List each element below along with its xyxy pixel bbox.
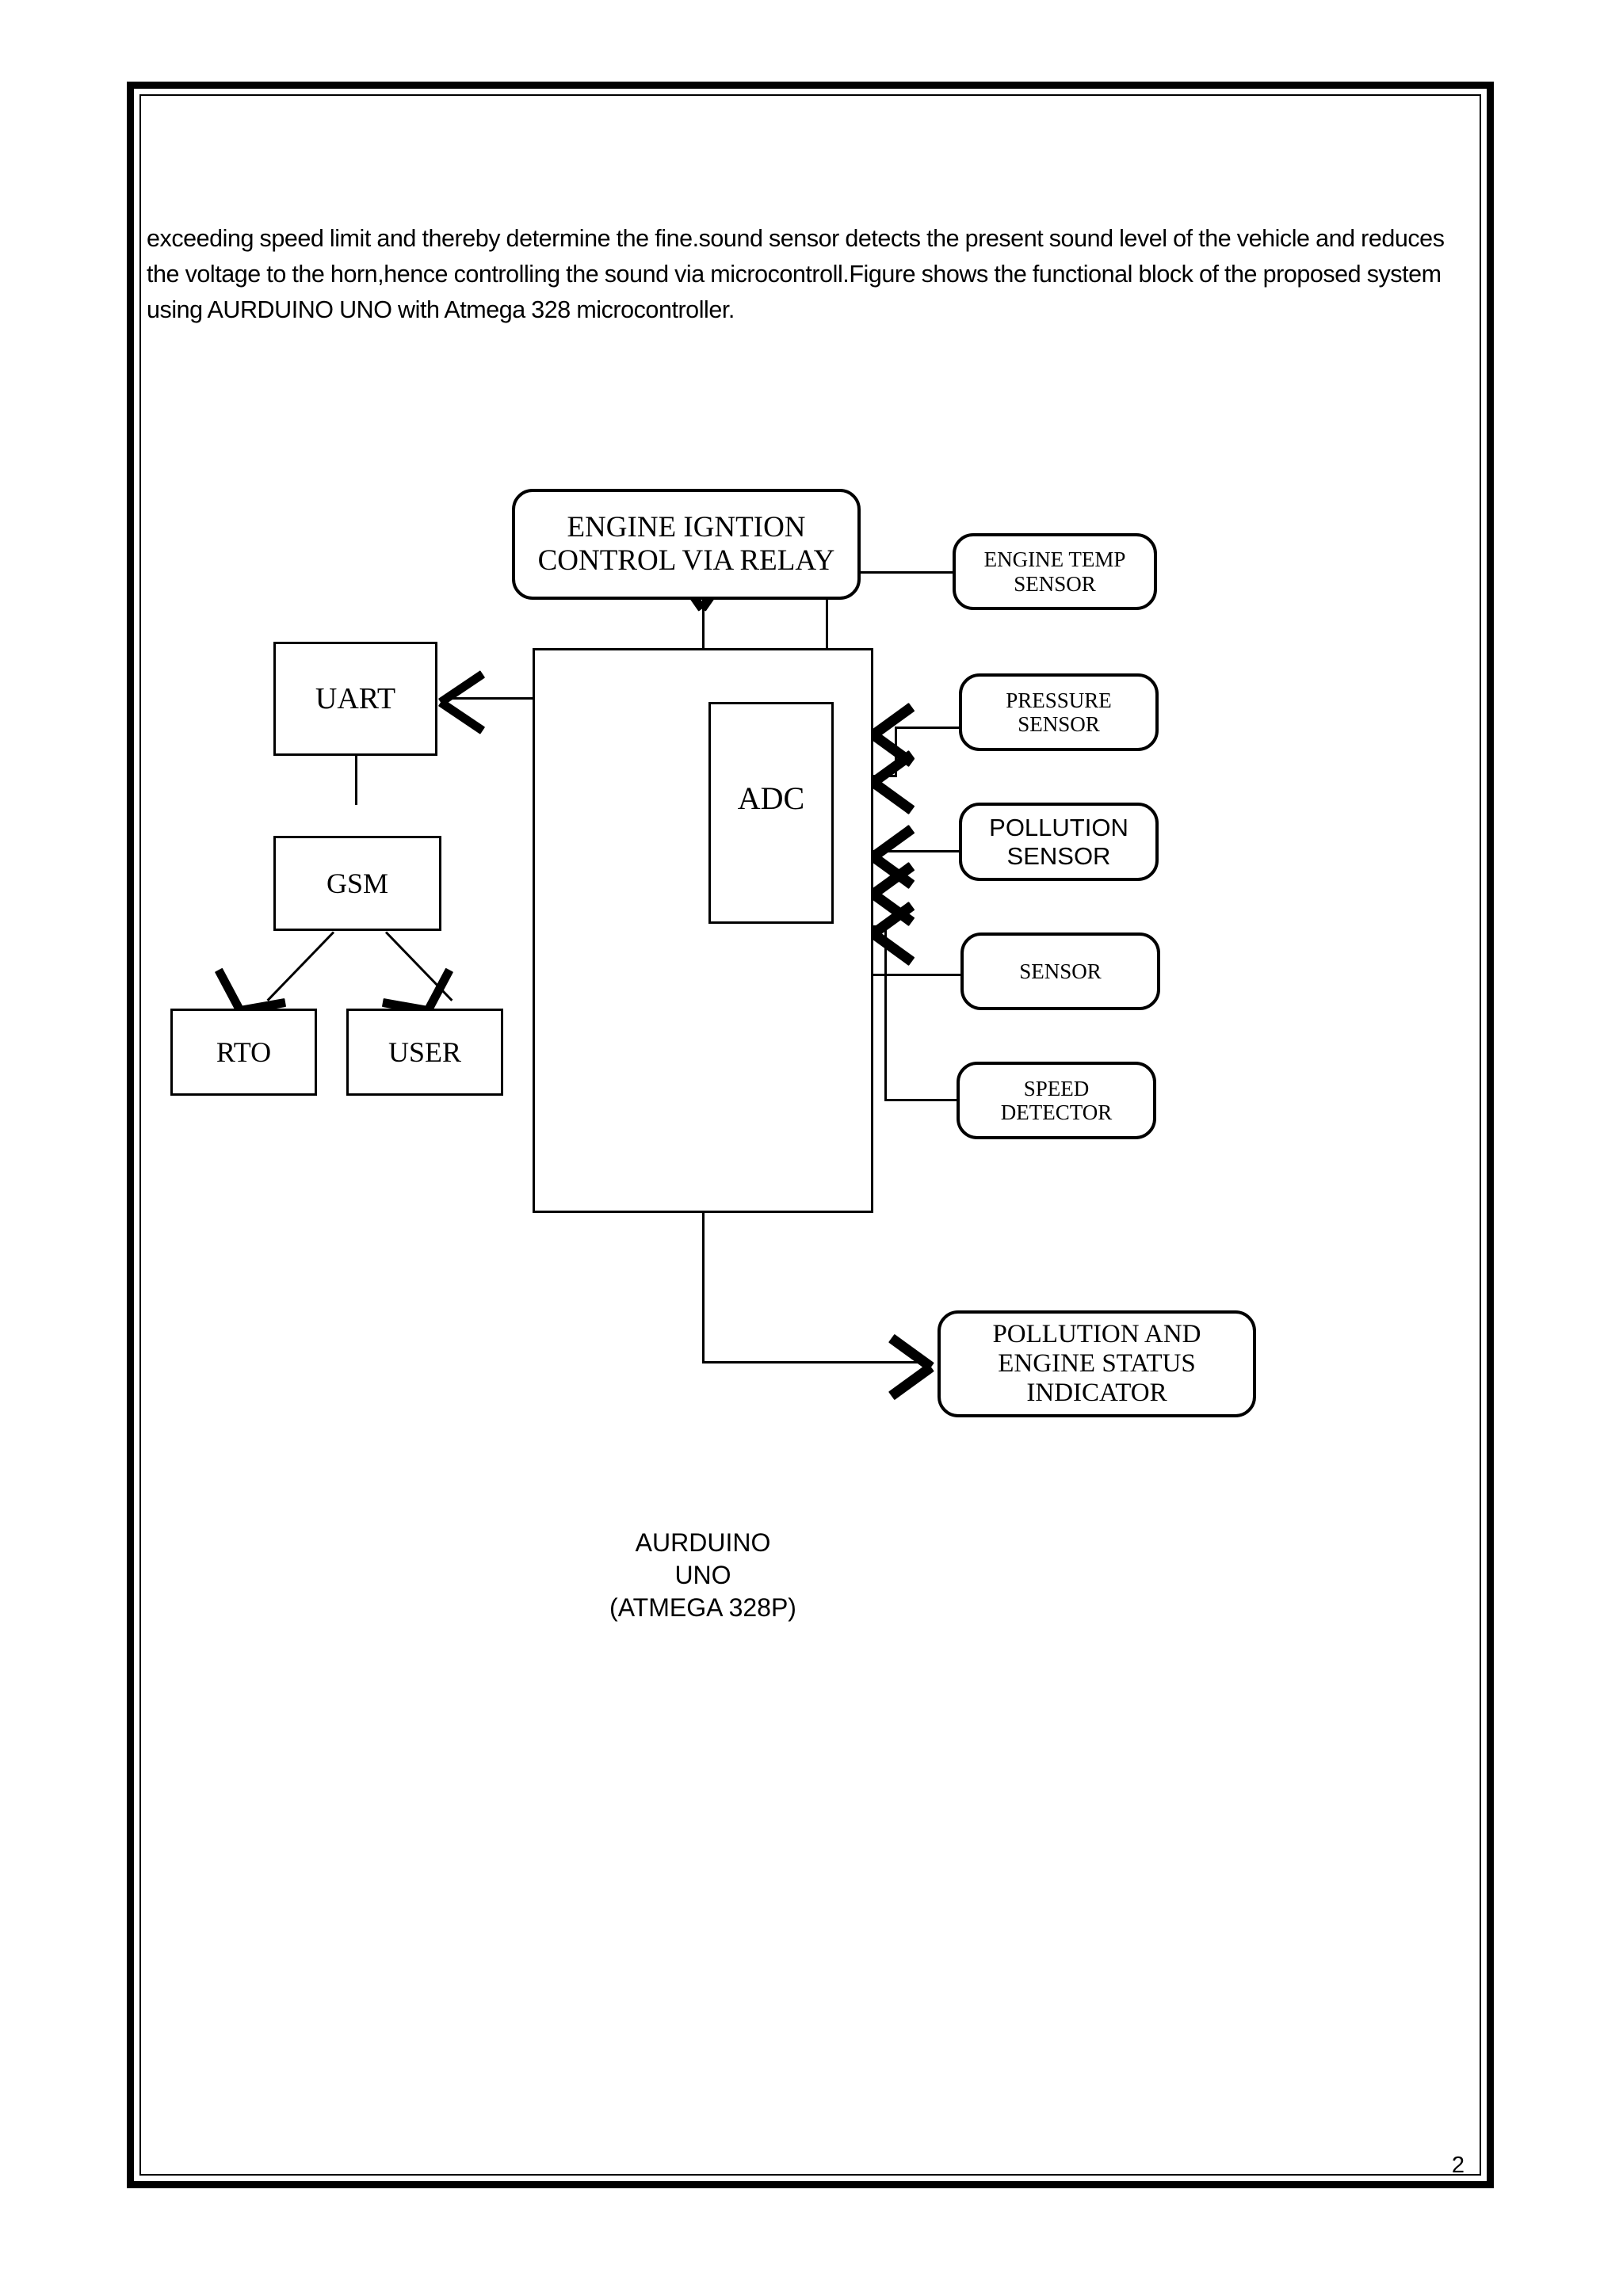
block-pressure-sensor[interactable]: PRESSURE SENSOR <box>959 673 1159 751</box>
block-label: UART <box>315 681 396 715</box>
block-label: PRESSURE SENSOR <box>1006 688 1112 737</box>
block-label: POLLUTION SENSOR <box>989 814 1128 870</box>
wire-mcu-to-indicator-drop <box>702 1212 705 1363</box>
block-user[interactable]: USER <box>346 1009 503 1096</box>
body-paragraph: exceeding speed limit and thereby determ… <box>147 224 1445 323</box>
block-adc[interactable]: ADC <box>708 702 834 924</box>
block-engine-temp-sensor[interactable]: ENGINE TEMP SENSOR <box>953 533 1157 610</box>
block-label: SPEED DETECTOR <box>1000 1076 1113 1125</box>
wire-mcu-to-indicator-run <box>702 1361 928 1363</box>
block-label: POLLUTION AND ENGINE STATUS INDICATOR <box>992 1319 1201 1408</box>
wire-uart-to-gsm <box>355 754 357 805</box>
block-label: ENGINE IGNTION CONTROL VIA RELAY <box>537 511 835 577</box>
wire-temp-drop <box>826 571 828 702</box>
block-speed-detector[interactable]: SPEED DETECTOR <box>957 1062 1156 1139</box>
block-label: ADC <box>737 780 805 816</box>
block-label: ENGINE TEMP SENSOR <box>983 547 1126 596</box>
block-engine-ignition-control[interactable]: ENGINE IGNTION CONTROL VIA RELAY <box>512 489 861 600</box>
block-pollution-engine-status-indicator[interactable]: POLLUTION AND ENGINE STATUS INDICATOR <box>938 1310 1256 1417</box>
block-rto[interactable]: RTO <box>170 1009 317 1096</box>
block-sensor[interactable]: SENSOR <box>960 933 1160 1010</box>
block-label: AURDUINO UNO (ATMEGA 328P) <box>609 1528 796 1622</box>
page-number: 2 <box>1451 2153 1465 2178</box>
page-border <box>127 82 1494 2188</box>
wire-pollution-into-mcu <box>864 850 962 852</box>
wire-temp-stub <box>826 571 954 574</box>
block-gsm[interactable]: GSM <box>273 836 441 931</box>
block-pollution-sensor[interactable]: POLLUTION SENSOR <box>959 803 1159 881</box>
wire-mcu-to-ignition <box>702 600 705 650</box>
wire-pressure-stub <box>895 727 961 729</box>
block-label: RTO <box>216 1035 272 1068</box>
block-label: GSM <box>326 867 389 899</box>
block-label: SENSOR <box>1019 959 1102 983</box>
wire-sensor-stub <box>839 974 963 976</box>
wire-mcu-to-uart <box>441 697 534 700</box>
wire-speed-rise <box>884 925 887 1101</box>
block-uart[interactable]: UART <box>273 642 437 756</box>
block-label: USER <box>388 1035 462 1068</box>
wire-speed-stub <box>884 1099 961 1101</box>
